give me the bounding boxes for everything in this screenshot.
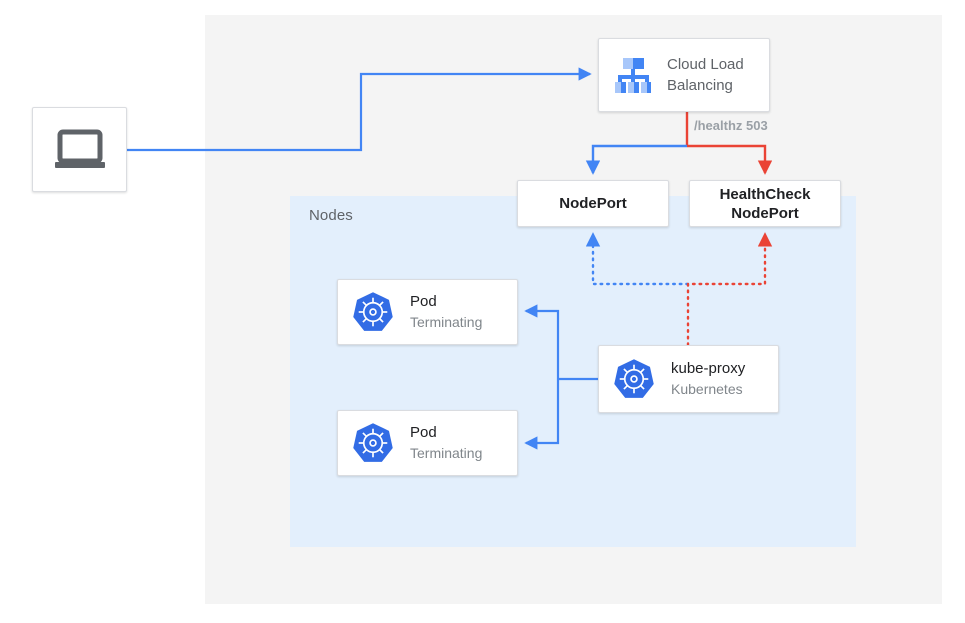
nodeport-label: NodePort bbox=[559, 195, 627, 212]
nodeport-card[interactable]: NodePort bbox=[517, 180, 669, 227]
laptop-icon bbox=[52, 128, 108, 172]
cloud-load-balancing-label: Cloud Load Balancing bbox=[667, 54, 744, 96]
cloud-load-balancing-line2: Balancing bbox=[667, 77, 733, 94]
kube-proxy-title: kube-proxy bbox=[671, 360, 746, 377]
cloud-load-balancing-card[interactable]: Cloud Load Balancing bbox=[598, 38, 770, 112]
pod-status-1: Terminating bbox=[410, 314, 483, 330]
pod-card-2[interactable]: Pod Terminating bbox=[337, 410, 518, 476]
kubernetes-icon bbox=[613, 358, 655, 400]
kubernetes-icon bbox=[352, 422, 394, 464]
kubernetes-icon bbox=[352, 291, 394, 333]
nodes-region-label: Nodes bbox=[309, 207, 353, 224]
healthcheck-nodeport-line1: HealthCheck bbox=[719, 185, 811, 203]
cloud-load-balancing-line1: Cloud Load bbox=[667, 56, 744, 73]
pod-title-1: Pod bbox=[410, 293, 437, 310]
client-laptop-card[interactable] bbox=[32, 107, 127, 192]
kube-proxy-card[interactable]: kube-proxy Kubernetes bbox=[598, 345, 779, 413]
healthcheck-nodeport-card[interactable]: HealthCheck NodePort bbox=[689, 180, 841, 227]
healthz-status-label: /healthz 503 bbox=[694, 118, 768, 133]
pod-label-group-2: Pod Terminating bbox=[410, 423, 482, 463]
healthcheck-nodeport-label: HealthCheck NodePort bbox=[720, 185, 811, 223]
healthcheck-nodeport-line2: NodePort bbox=[731, 204, 799, 222]
pod-label-group-1: Pod Terminating bbox=[410, 292, 482, 332]
kube-proxy-subtitle: Kubernetes bbox=[671, 381, 743, 397]
kube-proxy-label-group: kube-proxy Kubernetes bbox=[671, 359, 745, 399]
pod-title-2: Pod bbox=[410, 424, 437, 441]
pod-status-2: Terminating bbox=[410, 445, 483, 461]
cloud-load-balancing-icon bbox=[609, 53, 655, 97]
pod-card-1[interactable]: Pod Terminating bbox=[337, 279, 518, 345]
